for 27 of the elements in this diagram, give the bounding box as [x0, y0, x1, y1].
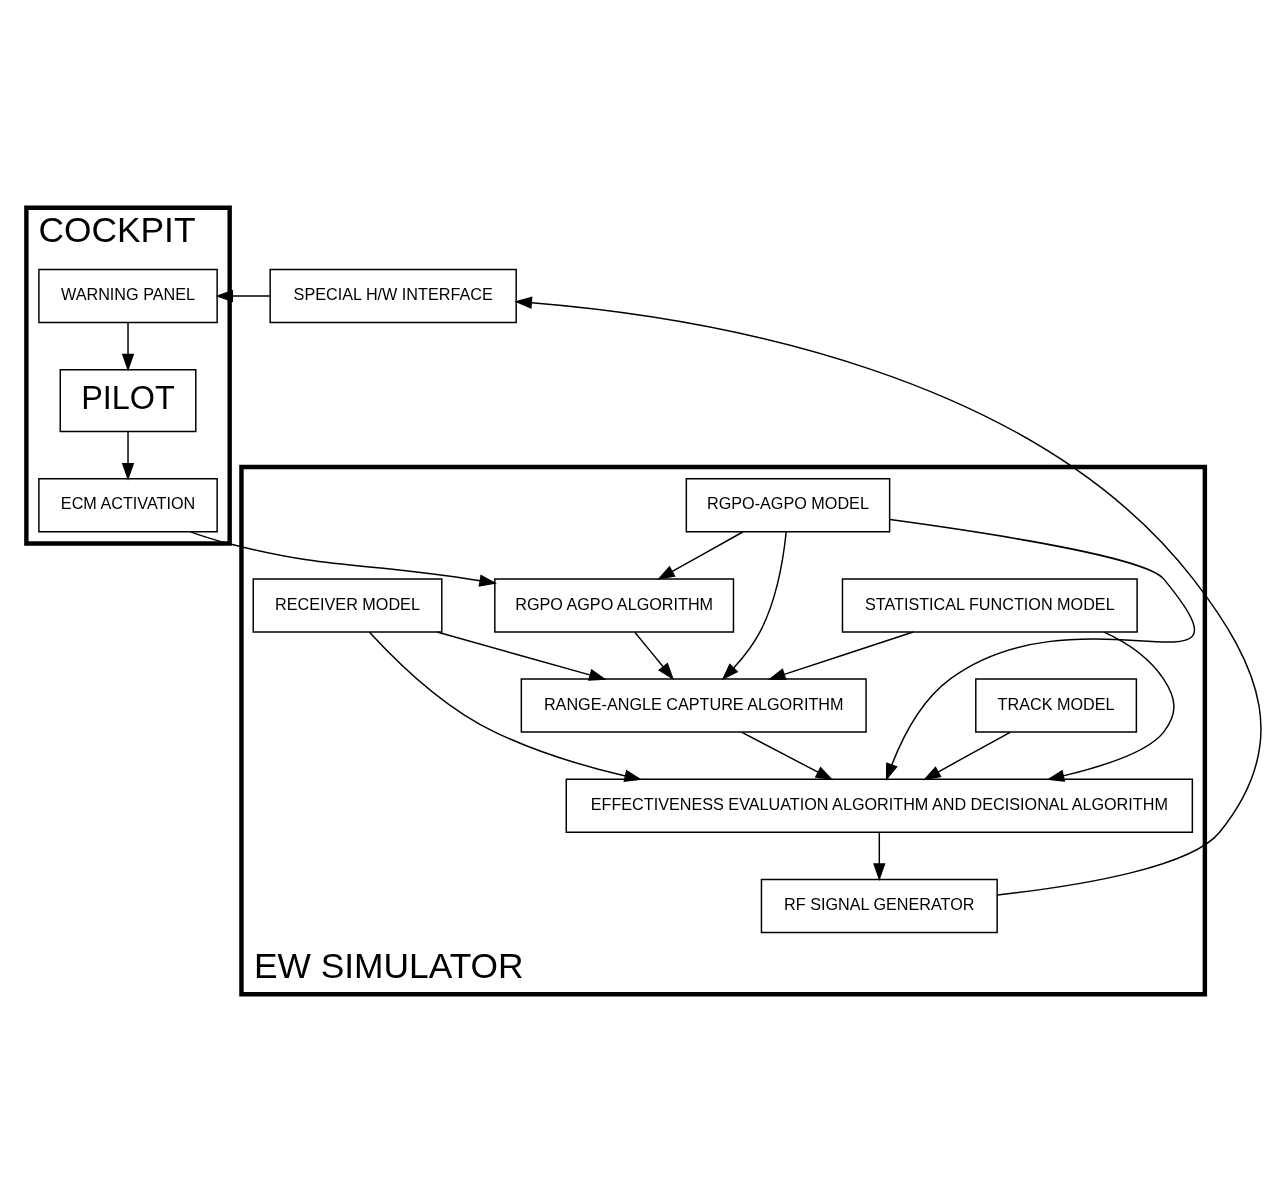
- arrow: [873, 832, 886, 881]
- arrow: [923, 731, 1011, 781]
- arrow: [741, 731, 834, 781]
- node-box: EFFECTIVENESS EVALUATION ALGORITHM AND DECISIONAL ALGORITHM: [565, 778, 1194, 833]
- arrow: [767, 631, 914, 681]
- arrow: [721, 531, 787, 681]
- arrow: [634, 631, 675, 681]
- arrow: [368, 631, 643, 782]
- node-box: RECEIVER MODEL: [252, 578, 443, 633]
- arrow: [657, 531, 744, 580]
- arrow: [121, 431, 135, 481]
- node-box: STATISTICAL FUNCTION MODEL: [841, 578, 1138, 633]
- node-box: ECM ACTIVATION: [38, 478, 218, 533]
- node-box: RGPO AGPO ALGORITHM: [494, 578, 735, 633]
- arrow: [215, 289, 271, 303]
- node-box: RF SIGNAL GENERATOR: [760, 878, 998, 934]
- arrow: [514, 296, 1262, 896]
- node-box: RANGE-ANGLE CAPTURE ALGORITHM: [520, 678, 867, 733]
- node-box: RGPO-AGPO MODEL: [685, 478, 891, 533]
- node-box: WARNING PANEL: [38, 268, 218, 324]
- node-box: PILOT: [59, 369, 197, 433]
- arrow: [885, 518, 1195, 781]
- node-box: TRACK MODEL: [975, 678, 1138, 733]
- node-box: SPECIAL H/W INTERFACE: [269, 268, 517, 324]
- arrow: [1046, 631, 1175, 782]
- arrow: [436, 631, 607, 681]
- arrow: [121, 321, 135, 372]
